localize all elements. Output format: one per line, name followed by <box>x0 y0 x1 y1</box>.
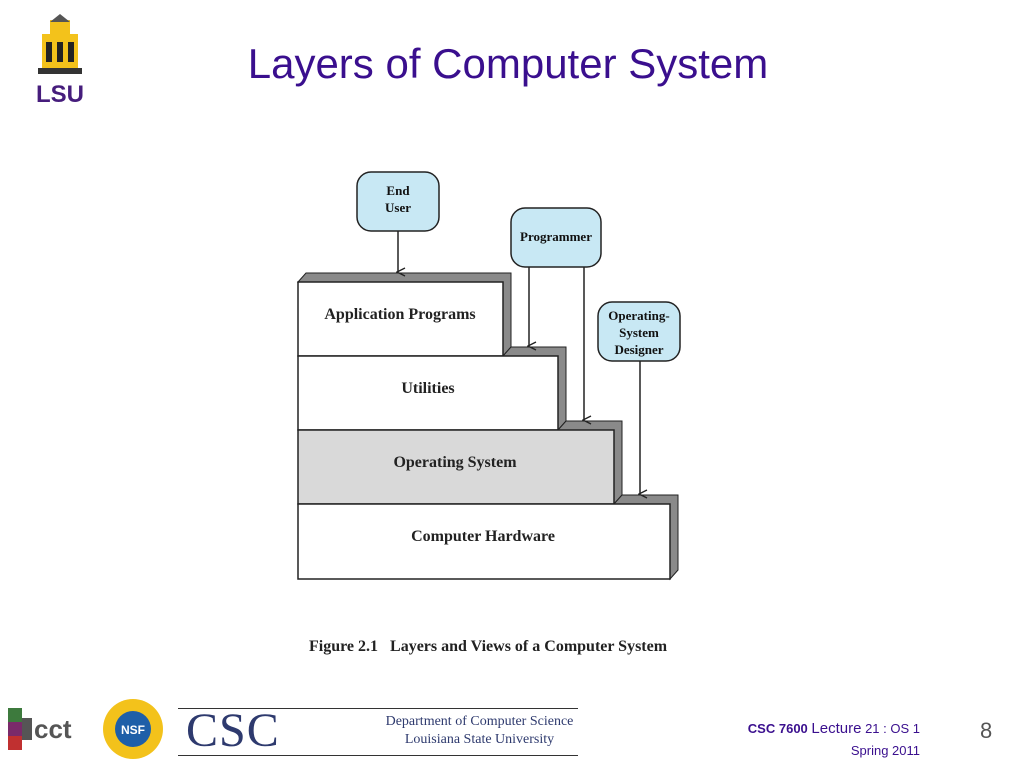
course-code: CSC 7600 <box>747 721 808 736</box>
slide-title: Layers of Computer System <box>247 40 769 87</box>
programmer-label: Programmer <box>520 229 592 244</box>
application-programs-label: Application Programs <box>324 306 475 323</box>
department-line1: Department of Computer Science <box>385 714 574 729</box>
end-user-label-line2: User <box>385 200 411 215</box>
course-term: Spring 2011 <box>850 743 920 758</box>
os-designer-label-line2: System <box>619 325 659 340</box>
course-lecture: 21 : OS 1 <box>865 721 920 736</box>
lsu-logo: LSU <box>36 14 84 108</box>
computer-hardware-layer <box>297 503 671 580</box>
nsf-logo: NSF <box>103 699 163 759</box>
figure-caption: Figure 2.1 Layers and Views of a Compute… <box>309 638 668 655</box>
page-number: 8 <box>980 718 993 743</box>
utilities-layer <box>297 355 559 431</box>
cct-logo: cct <box>8 708 72 750</box>
os-designer-bubble <box>597 301 681 362</box>
application-programs-layer <box>297 281 504 357</box>
course-info: CSC 7600 Lecture 21 : OS 1 Spring 2011 <box>748 718 920 762</box>
programmer-bubble <box>510 207 602 268</box>
svg-text:cct: cct <box>34 714 72 744</box>
computer-hardware-label: Computer Hardware <box>411 528 555 545</box>
csc-banner <box>178 708 578 756</box>
svg-text:NSF: NSF <box>121 723 145 737</box>
os-designer-label-line1: Operating- <box>608 308 669 323</box>
end-user-label-line1: End <box>386 183 410 198</box>
course-word: Lecture <box>811 720 862 737</box>
svg-text:LSU: LSU <box>36 81 84 108</box>
csc-logo-text: CSC <box>186 704 280 757</box>
department-line2: Louisiana State University <box>404 732 555 747</box>
layers-diagram: Application Programs Utilities Operating… <box>296 171 681 581</box>
operating-system-label: Operating System <box>393 454 517 471</box>
department-name: Department of Computer Science Louisiana… <box>382 713 577 749</box>
footer-logos: cct NSF <box>8 699 163 759</box>
utilities-label: Utilities <box>401 380 454 397</box>
os-designer-label-line3: Designer <box>614 342 663 357</box>
